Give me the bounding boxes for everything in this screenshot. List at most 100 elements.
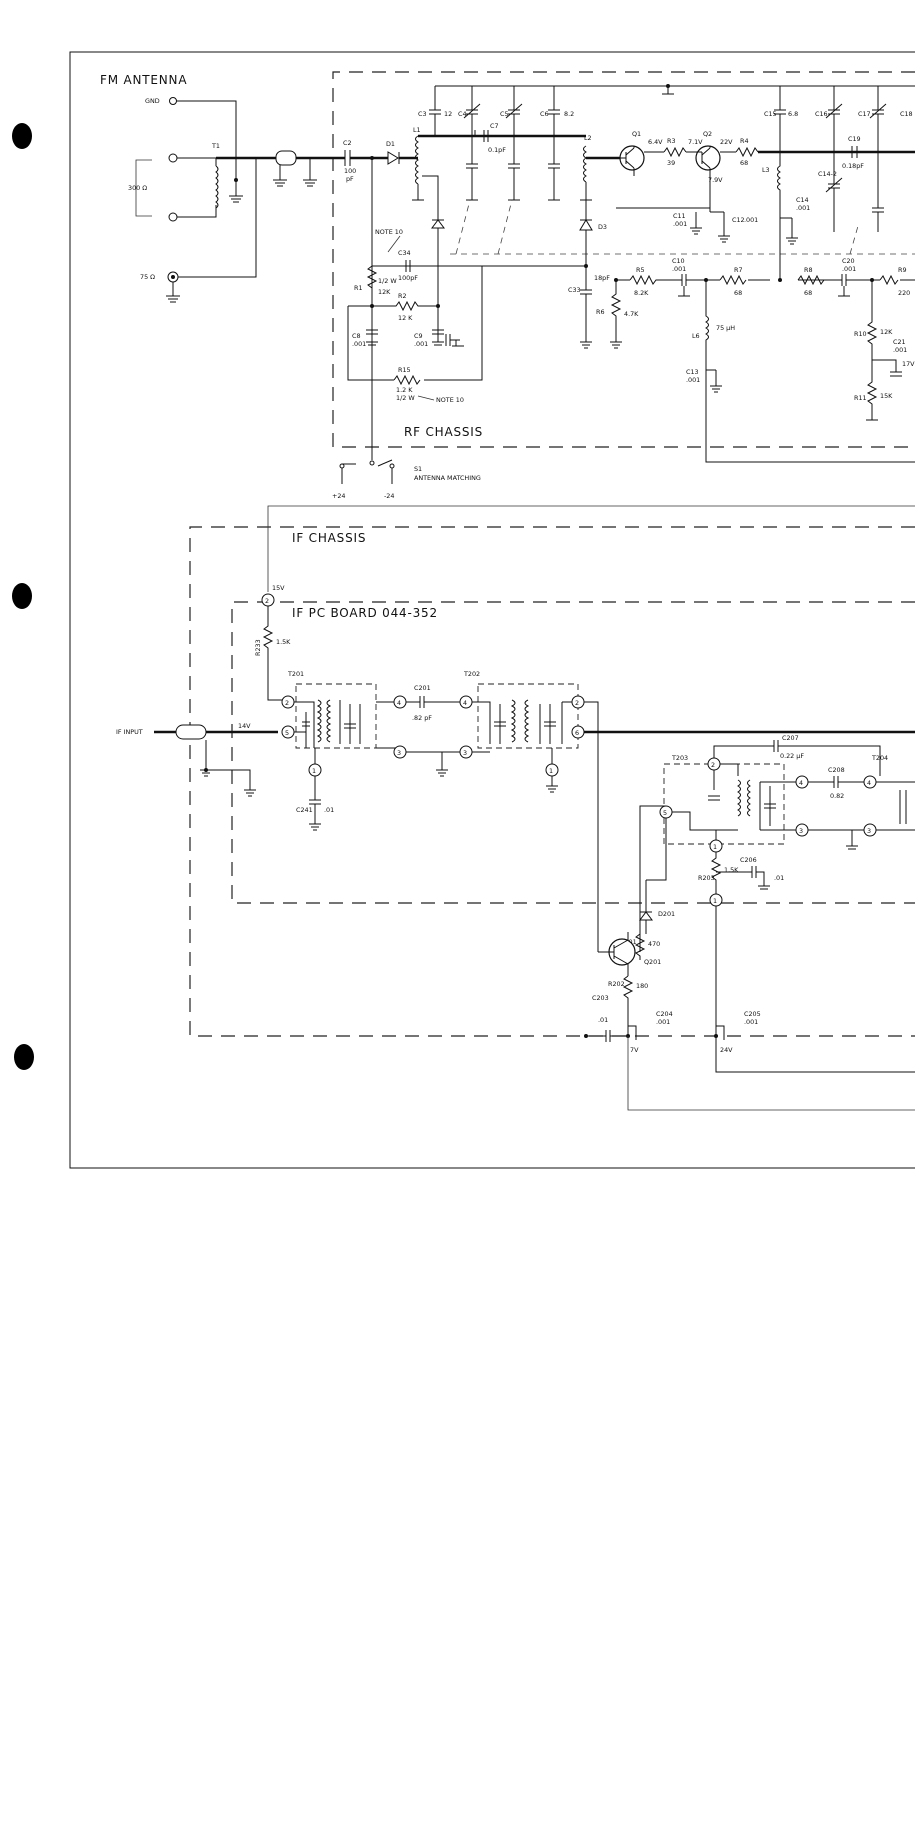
r8-label: R8 xyxy=(804,266,813,274)
if-chassis-section: IF CHASSIS IF PC BOARD 044-352 2 15V R23… xyxy=(116,531,915,1111)
c204-label: C204 xyxy=(656,1010,673,1018)
r202-resistor xyxy=(622,975,634,1036)
t203-label: T203 xyxy=(671,754,688,762)
c7-label: C7 xyxy=(490,122,499,130)
d2-ground-cap xyxy=(437,320,464,347)
if-input-ground-node xyxy=(204,768,208,772)
s1-label: S1 xyxy=(414,465,422,473)
r1-resistor xyxy=(366,265,378,304)
d1-diode xyxy=(387,151,399,165)
q2-voltage-emitter: 7.9V xyxy=(708,176,723,184)
c205-cap xyxy=(715,1025,725,1040)
t204-label: T204 xyxy=(871,754,888,762)
c33-label: C33 xyxy=(568,286,581,294)
c2-cap xyxy=(344,150,351,166)
q1-voltage: 6.4V xyxy=(648,138,663,146)
d2-diode xyxy=(431,219,445,229)
c15-value: 6.8 xyxy=(788,110,798,118)
c17-trim xyxy=(869,86,887,152)
r6-label: R6 xyxy=(596,308,605,316)
c6-label: C6 xyxy=(540,110,549,118)
rf-chassis-boundary xyxy=(332,71,915,448)
t201-can xyxy=(295,683,377,749)
c203-value: .01 xyxy=(598,1016,608,1024)
r15-wattage: 1/2 W xyxy=(396,394,415,402)
c9-value: .001 xyxy=(414,340,428,348)
l6-label: L6 xyxy=(692,332,700,340)
t203-pin1-num: 1 xyxy=(713,843,717,851)
gang-tuning-dashes xyxy=(450,199,915,255)
t201-label: T201 xyxy=(287,670,304,678)
l2-coil xyxy=(583,145,587,183)
rf-right-tuning xyxy=(872,152,884,232)
c207-value: 0.22 μF xyxy=(780,752,804,760)
r10-label: R10 xyxy=(854,330,867,338)
c10-label: C10 xyxy=(672,257,685,265)
t202-pin6-num: 6 xyxy=(575,729,579,737)
c208-value: 0.82 xyxy=(830,792,844,800)
c34-value: 100pF xyxy=(398,274,418,282)
c16-trim xyxy=(825,86,843,152)
r4-value: 68 xyxy=(740,159,748,167)
t202-pin2-num: 2 xyxy=(575,699,579,707)
r5-value: 8.2K xyxy=(634,289,649,297)
l6-value: 75 μH xyxy=(716,324,735,332)
c7-cap xyxy=(470,130,489,142)
s1-contact-b xyxy=(369,460,375,466)
if-chassis-boundary xyxy=(189,526,915,1037)
q201-leads xyxy=(598,932,629,976)
gnd-wire xyxy=(176,100,237,180)
r6-value: 4.7K xyxy=(624,310,639,318)
t202-pin3-num: 3 xyxy=(463,749,467,757)
c17-label: C17 xyxy=(858,110,871,118)
c20-cap xyxy=(830,274,856,297)
c20-value: .001 xyxy=(842,265,856,273)
c10-cap xyxy=(676,274,692,297)
r2-value: 12 K xyxy=(398,314,413,322)
rf-chassis-label: RF CHASSIS xyxy=(404,425,483,439)
t202-internal xyxy=(472,699,578,764)
c11-label: C11 xyxy=(673,212,686,220)
c4-label: C4 xyxy=(458,110,467,118)
ohm75-label: 75 Ω xyxy=(140,273,155,281)
antenna-matching-label: ANTENNA MATCHING xyxy=(414,474,481,482)
r2-label: R2 xyxy=(398,292,407,300)
r203-value: 1.5K xyxy=(724,866,739,874)
d201-diode xyxy=(639,911,653,921)
if-input-label: IF INPUT xyxy=(116,728,143,736)
q2-voltage-base: 7.1V xyxy=(688,138,703,146)
c3-branch xyxy=(429,86,441,136)
v24-label: 24V xyxy=(720,1046,733,1054)
c208-label: C208 xyxy=(828,766,845,774)
c201-value: .82 pF xyxy=(412,714,432,722)
c8-label: C8 xyxy=(352,332,361,340)
t203-internal xyxy=(672,763,796,840)
r1-wattage: 1/2 W xyxy=(378,277,397,285)
r3-resistor xyxy=(663,146,687,158)
c15-cap xyxy=(774,86,786,152)
emitter-line xyxy=(616,176,781,240)
c2-unit: pF xyxy=(346,175,354,183)
c21-label: C21 xyxy=(893,338,906,346)
binder-hole-bottom xyxy=(14,1044,34,1070)
t1-center-ground xyxy=(229,180,243,203)
c12-label: C12 xyxy=(732,216,745,224)
q201-label: Q201 xyxy=(644,958,661,966)
c205-value: .001 xyxy=(744,1018,758,1026)
binder-hole-middle xyxy=(12,583,32,609)
c33-value: 18pF xyxy=(594,274,610,282)
r3-value: 39 xyxy=(667,159,675,167)
c203-label: C203 xyxy=(592,994,609,1002)
c13-value: .001 xyxy=(686,376,700,384)
c2-value: 100 xyxy=(344,167,356,175)
note10-leader-2 xyxy=(417,395,435,401)
r7-label: R7 xyxy=(734,266,743,274)
c8-value: .001 xyxy=(352,340,366,348)
r5-resistor xyxy=(629,274,662,286)
t201-pin5-num: 5 xyxy=(285,729,289,737)
t1-label: T1 xyxy=(211,142,220,150)
r203-pin1-num: 1 xyxy=(713,897,717,905)
c15-label: C15 xyxy=(764,110,777,118)
t201-pin2-num: 2 xyxy=(285,699,289,707)
c11-cap xyxy=(690,208,711,235)
